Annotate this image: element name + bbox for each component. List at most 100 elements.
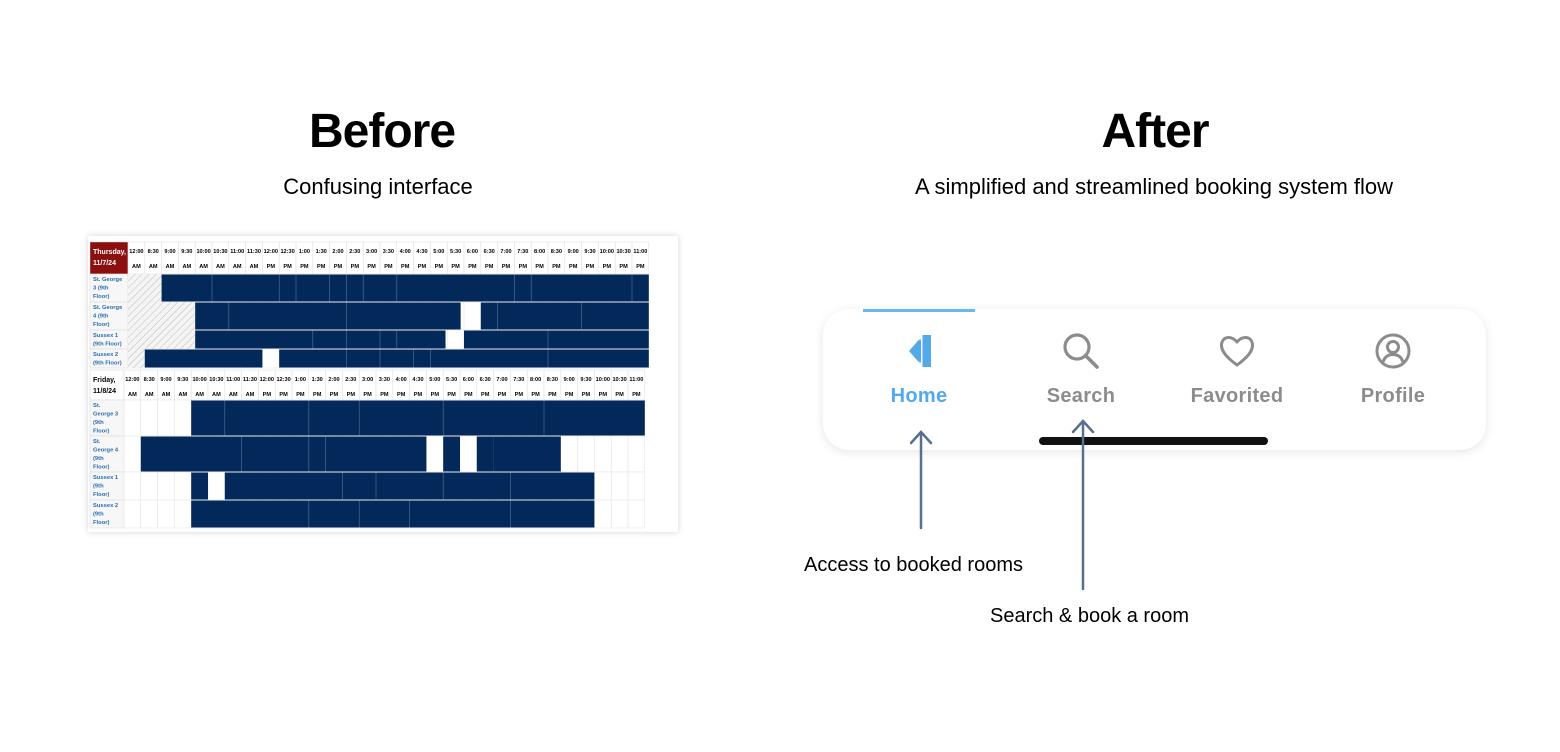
unavailable-slot [128, 302, 196, 330]
ampm-label: PM [569, 264, 578, 270]
time-label: 5:00 [433, 249, 444, 255]
tab-profile[interactable]: Profile [1313, 309, 1473, 450]
time-label: 12:00 [125, 377, 139, 383]
time-label: 12:30 [276, 377, 290, 383]
room-name-line: St. [93, 439, 101, 445]
booked-block [224, 472, 595, 500]
day-label-line1: Thursday, [93, 249, 126, 256]
room-name-line: Floor) [93, 492, 109, 498]
search-annotation: Search & book a room [990, 605, 1189, 627]
time-label: 6:00 [463, 377, 474, 383]
time-label: 9:00 [564, 377, 575, 383]
ampm-label: PM [485, 264, 494, 270]
time-label: 1:00 [295, 377, 306, 383]
time-label: 8:30 [144, 377, 155, 383]
room-name-line: Floor) [93, 520, 109, 526]
time-label: 7:30 [517, 249, 528, 255]
ampm-label: PM [313, 392, 322, 398]
booked-block [464, 330, 649, 349]
booked-block [443, 436, 460, 472]
search-icon [1063, 333, 1099, 369]
home-arrow [909, 430, 933, 530]
ampm-label: PM [599, 392, 608, 398]
time-label: 3:00 [362, 377, 373, 383]
room-name-line: (9th [93, 484, 104, 490]
time-label: 11:30 [243, 377, 257, 383]
ampm-label: AM [145, 392, 154, 398]
ampm-label: PM [535, 264, 544, 270]
time-label: 8:30 [148, 249, 159, 255]
ampm-label: AM [149, 264, 158, 270]
ampm-label: PM [401, 264, 410, 270]
room-name-line: Floor) [93, 429, 109, 435]
booked-block [140, 436, 427, 472]
bottom-tab-bar: Home Search Favorited Profile [823, 309, 1486, 450]
time-label: 10:30 [616, 249, 630, 255]
time-label: 1:00 [299, 249, 310, 255]
time-label: 6:00 [467, 249, 478, 255]
ampm-label: PM [279, 392, 288, 398]
booked-block [476, 436, 494, 472]
room-name-cell [89, 499, 125, 529]
room-name-line: St. George [93, 305, 123, 311]
room-name-cell [89, 273, 129, 303]
tab-search[interactable]: Search [1001, 309, 1161, 450]
unavailable-slot [128, 274, 162, 302]
ampm-label: AM [132, 264, 141, 270]
home-annotation: Access to booked rooms [804, 554, 1023, 576]
booked-block [191, 400, 645, 436]
room-name-line: Sussex 2 [93, 352, 118, 358]
ampm-label: PM [384, 264, 393, 270]
tab-home[interactable]: Home [839, 309, 999, 450]
time-label: 3:30 [383, 249, 394, 255]
profile-icon [1375, 333, 1411, 369]
ampm-label: PM [300, 264, 309, 270]
time-label: 8:30 [547, 377, 558, 383]
ampm-label: PM [515, 392, 524, 398]
ampm-label: PM [267, 264, 276, 270]
ampm-label: PM [632, 392, 641, 398]
home-indicator-bar [1039, 437, 1268, 445]
booked-block [279, 349, 649, 368]
room-name-line: George 4 [93, 448, 119, 454]
day-label-line1: Friday, [93, 377, 115, 384]
time-label: 10:30 [612, 377, 626, 383]
time-label: 9:30 [181, 249, 192, 255]
tab-favorited-label: Favorited [1190, 385, 1284, 407]
room-name-line: Sussex 1 [93, 333, 119, 339]
booked-block [480, 302, 649, 330]
booked-block [195, 330, 446, 349]
booked-block [195, 302, 461, 330]
booked-block [493, 436, 561, 472]
room-name-line: 3 (9th [93, 286, 109, 292]
ampm-label: PM [531, 392, 540, 398]
time-label: 3:30 [379, 377, 390, 383]
before-subtitle: Confusing interface [283, 174, 473, 199]
ampm-label: PM [380, 392, 389, 398]
time-label: 11:00 [230, 249, 244, 255]
ampm-label: AM [178, 392, 187, 398]
tab-profile-label: Profile [1360, 385, 1426, 407]
room-name-line: (9th [93, 420, 104, 426]
time-label: 9:30 [584, 249, 595, 255]
time-label: 1:30 [316, 249, 327, 255]
tab-favorited[interactable]: Favorited [1157, 309, 1317, 450]
booked-block [161, 274, 649, 302]
ampm-label: PM [347, 392, 356, 398]
ampm-label: AM [212, 392, 221, 398]
time-label: 1:30 [312, 377, 323, 383]
slot-cell [627, 499, 646, 529]
time-label: 8:00 [530, 377, 541, 383]
time-label: 5:00 [429, 377, 440, 383]
ampm-label: AM [233, 264, 242, 270]
ampm-label: PM [498, 392, 507, 398]
time-label: 2:30 [345, 377, 356, 383]
room-name-line: (9th [93, 512, 104, 518]
time-label: 10:00 [192, 377, 206, 383]
ampm-label: PM [397, 392, 406, 398]
time-label: 11:00 [633, 249, 647, 255]
room-name-line: St. George [93, 277, 123, 283]
ampm-label: AM [182, 264, 191, 270]
active-tab-indicator [863, 309, 975, 312]
